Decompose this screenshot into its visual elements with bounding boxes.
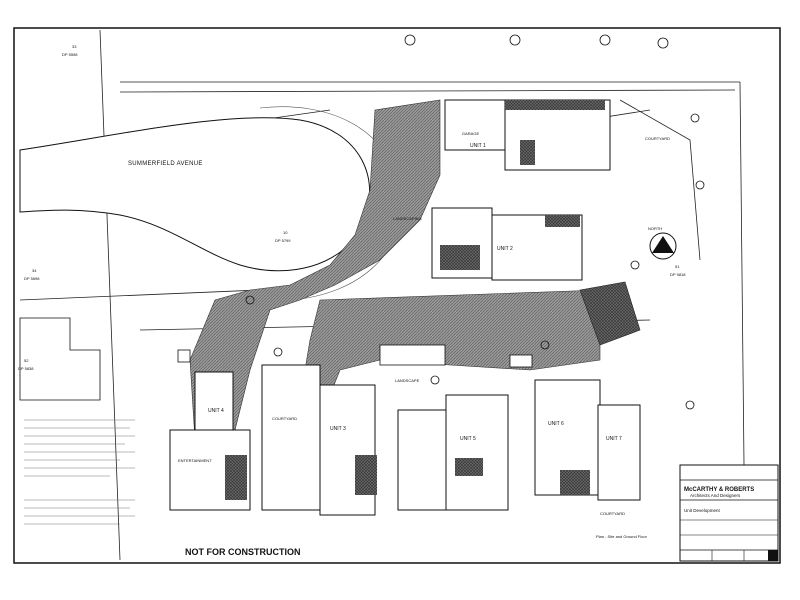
room-label: LANDSCAPING bbox=[393, 216, 422, 221]
room-label: ENTERTAINMENT bbox=[178, 458, 212, 463]
unit-label: UNIT 7 bbox=[606, 436, 622, 442]
room-label: COURTYARD bbox=[600, 511, 625, 516]
lot-label: DP 5799 bbox=[275, 238, 291, 243]
garage-outlines bbox=[177, 344, 533, 368]
unit-block: UNIT 7 bbox=[597, 404, 641, 501]
street-name: SUMMERFIELD AVENUE bbox=[128, 161, 203, 167]
room-label: LANDSCAPE bbox=[395, 378, 420, 383]
title-block: McCARTHY & ROBERTS Architects And Design… bbox=[679, 464, 779, 562]
unit-block: UNIT 2 bbox=[431, 207, 583, 281]
paved-area-east bbox=[579, 281, 641, 346]
lot-number: 52 bbox=[24, 358, 29, 363]
unit-label: UNIT 5 bbox=[460, 436, 476, 442]
lot-label: DP 5818 bbox=[670, 272, 686, 277]
north-label: NORTH bbox=[648, 226, 662, 231]
sheet-title: Plan - Site and Ground Floor bbox=[596, 534, 648, 539]
lot-number: 10 bbox=[283, 230, 288, 235]
unit-label: UNIT 2 bbox=[497, 246, 513, 252]
lot-label: DP 5598 bbox=[62, 52, 78, 57]
sheet-border bbox=[13, 27, 781, 564]
unit-block: UNIT 6 bbox=[534, 379, 601, 496]
unit-label: UNIT 4 bbox=[208, 408, 224, 414]
room-label: COURTYARD bbox=[272, 416, 297, 421]
room-label: COURTYARD bbox=[645, 136, 670, 141]
unit-label: UNIT 3 bbox=[330, 426, 346, 432]
firm-name: McCARTHY & ROBERTS bbox=[684, 487, 754, 493]
lot-label: DP 5698 bbox=[24, 276, 40, 281]
unit-block: UNIT 1 bbox=[444, 99, 611, 171]
unit-block: UNIT 4 bbox=[169, 371, 251, 511]
notes-block bbox=[24, 419, 135, 525]
lot-number: 33 bbox=[72, 44, 77, 49]
unit-label: UNIT 6 bbox=[548, 421, 564, 427]
room-label: GARAGE bbox=[462, 131, 479, 136]
firm-subtitle: Architects And Designers bbox=[690, 493, 741, 498]
lot-number: 51 bbox=[675, 264, 680, 269]
unit-block: UNIT 5 bbox=[397, 394, 509, 511]
north-arrow: NORTH bbox=[648, 226, 677, 260]
not-for-construction-stamp: NOT FOR CONSTRUCTION bbox=[185, 547, 301, 557]
unit-label: UNIT 1 bbox=[470, 143, 486, 149]
lot-label: DP 5838 bbox=[18, 366, 34, 371]
survey-markers bbox=[245, 34, 705, 410]
neighbour-building bbox=[19, 317, 101, 401]
project-name: Unit Development bbox=[684, 508, 721, 513]
lot-number: 34 bbox=[32, 268, 37, 273]
unit-block: UNIT 3 bbox=[261, 364, 377, 516]
